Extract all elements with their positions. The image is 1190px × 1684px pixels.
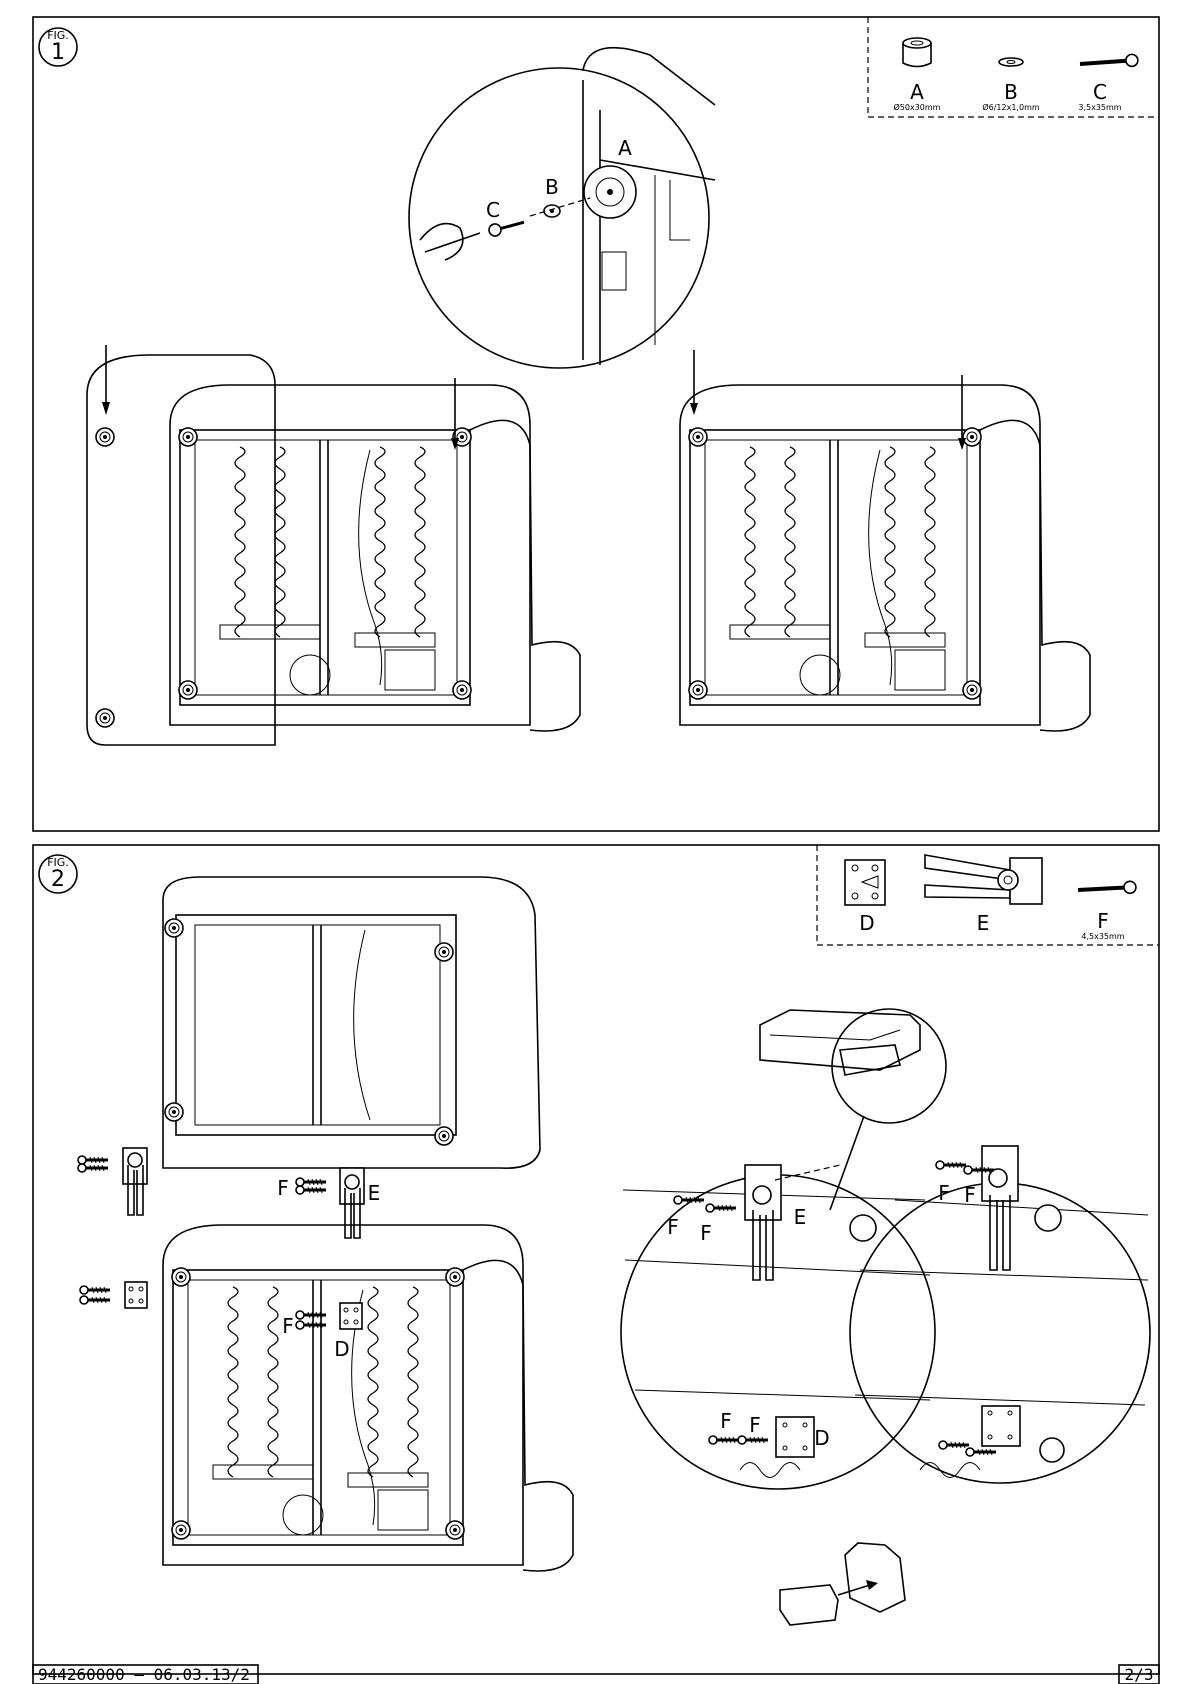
callout-b: B	[545, 175, 559, 199]
part-b-washer-icon	[999, 58, 1023, 66]
callout-f-zoom-3: F	[720, 1409, 732, 1433]
part-a-letter: A	[910, 80, 924, 104]
part-f-size: 4,5x35mm	[1081, 932, 1124, 941]
part-a-foot-glide-icon	[903, 38, 931, 67]
part-f-screw-icon	[1078, 881, 1137, 896]
callout-f-zoom-4: F	[749, 1413, 761, 1437]
sofa-overview-illustration	[760, 1009, 946, 1210]
sofa-right-illustration	[680, 350, 1090, 731]
sofa-left-illustration	[87, 345, 580, 745]
document-code: 944260000 – 06.03.13/2	[38, 1665, 250, 1684]
callout-e-zoom: E	[794, 1205, 807, 1229]
connector-e-center-illustration: F E	[277, 1168, 380, 1238]
connector-e-left-illustration	[78, 1148, 147, 1215]
part-e-clamp-connector-icon	[925, 855, 1042, 904]
part-a-size: Ø50x30mm	[894, 102, 941, 112]
part-c-screw-icon	[1080, 54, 1139, 70]
callout-f-zoom-1: F	[667, 1215, 679, 1239]
part-f-letter: F	[1097, 909, 1109, 933]
sofa-module-top-illustration	[163, 877, 540, 1168]
callout-f-zoom-6: F	[964, 1183, 976, 1207]
callout-c: C	[486, 198, 500, 222]
figure-2-number: 2	[51, 867, 65, 892]
modules-join-illustration	[780, 1543, 905, 1625]
figure-1-number: 1	[51, 40, 65, 65]
part-c-letter: C	[1093, 80, 1107, 104]
detail-zoom-circle-right: F F	[850, 1146, 1150, 1483]
callout-e-top: E	[368, 1181, 381, 1205]
part-b-size: Ø6/12x1,0mm	[982, 102, 1040, 112]
part-e-letter: E	[977, 911, 990, 935]
detail-zoom-circle-1: A B C	[409, 48, 715, 368]
callout-a: A	[618, 136, 632, 160]
callout-f-bottom: F	[282, 1314, 294, 1338]
part-d-letter: D	[859, 911, 874, 935]
page-number: 2/3	[1125, 1665, 1154, 1684]
part-b-letter: B	[1004, 80, 1018, 104]
part-d-plate-connector-icon	[845, 860, 885, 905]
callout-f-zoom-2: F	[700, 1221, 712, 1245]
callout-d-bottom: D	[334, 1337, 349, 1361]
callout-f-top: F	[277, 1176, 289, 1200]
part-c-size: 3,5x35mm	[1078, 103, 1121, 112]
detail-zoom-circle-left: F F E F F D	[621, 1165, 935, 1489]
callout-f-zoom-5: F	[938, 1181, 950, 1205]
sofa-module-bottom-illustration: F D	[80, 1225, 573, 1571]
callout-d-zoom: D	[814, 1426, 829, 1450]
figure-1-frame	[33, 17, 1159, 831]
